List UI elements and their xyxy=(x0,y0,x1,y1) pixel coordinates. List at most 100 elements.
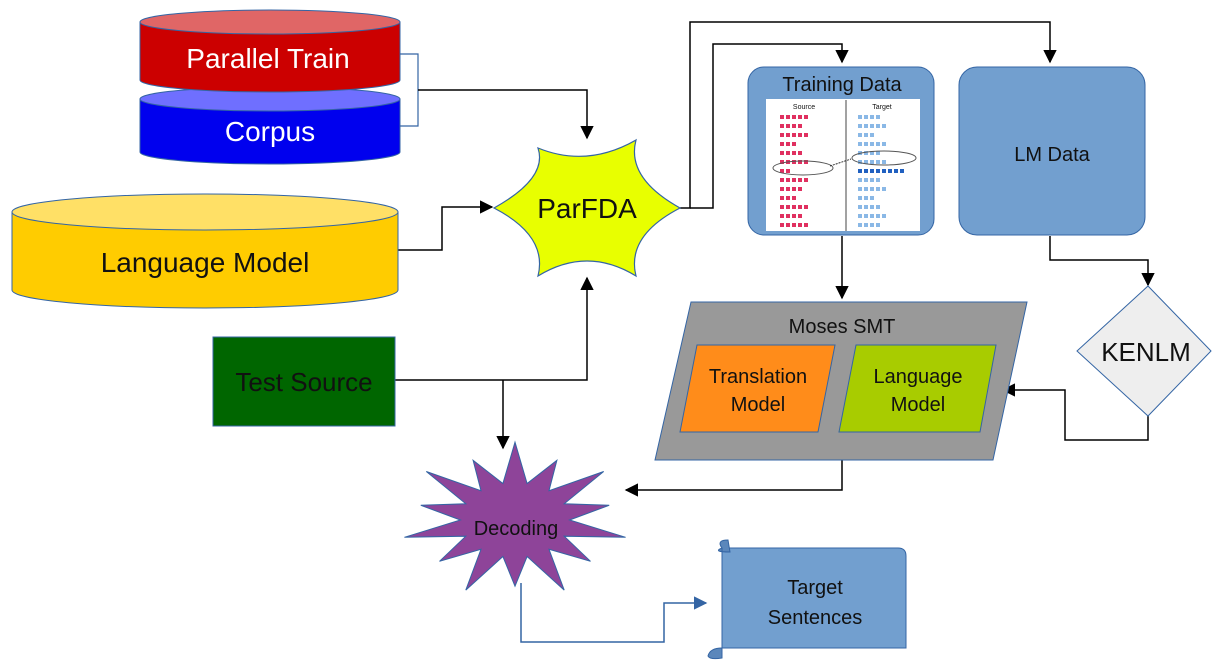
target-token-dot xyxy=(888,169,892,173)
source-token-dot xyxy=(780,151,784,155)
target-token-dot xyxy=(864,205,868,209)
source-token-dot xyxy=(798,151,802,155)
target-token-dot xyxy=(864,169,868,173)
source-token-dot xyxy=(786,196,790,200)
moses-smt-panel: Moses SMT Translation Model Language Mod… xyxy=(654,301,1028,461)
moses-smt-label: Moses SMT xyxy=(789,316,896,338)
source-token-dot xyxy=(786,187,790,191)
source-token-dot xyxy=(780,178,784,182)
source-token-dot xyxy=(798,223,802,227)
edge-lmdata-to-kenlm xyxy=(1049,236,1155,287)
source-token-dot xyxy=(792,160,796,164)
target-token-dot xyxy=(858,160,862,164)
source-token-dot xyxy=(780,196,784,200)
source-token-dot xyxy=(804,115,808,119)
source-highlight-ellipse xyxy=(772,160,834,176)
source-token-dot xyxy=(786,205,790,209)
edge-moses-to-decoding xyxy=(624,460,843,497)
source-token-dot xyxy=(798,178,802,182)
source-token-dot xyxy=(780,205,784,209)
source-token-dot xyxy=(786,178,790,182)
target-token-dot xyxy=(900,169,904,173)
target-token-dot xyxy=(864,151,868,155)
target-token-dot xyxy=(876,205,880,209)
connectors xyxy=(395,21,1155,643)
moses-language-model-box xyxy=(838,344,997,433)
target-token-dot xyxy=(870,115,874,119)
source-token-dot xyxy=(780,214,784,218)
alignment-link xyxy=(829,158,852,167)
training-data-label: Training Data xyxy=(782,74,902,96)
source-token-dot xyxy=(792,124,796,128)
corpus-cylinder: Corpus Parallel Train xyxy=(139,9,401,165)
target-token-dot xyxy=(870,178,874,182)
corpus-label: Corpus xyxy=(225,116,315,147)
edge-lm-to-parfda xyxy=(398,200,494,251)
lm-data-label: LM Data xyxy=(1014,144,1090,166)
source-token-dot xyxy=(798,115,802,119)
target-token-dot xyxy=(876,115,880,119)
kenlm-label: KENLM xyxy=(1101,337,1191,367)
corpus-body xyxy=(139,98,401,165)
decoding-shape xyxy=(404,440,626,591)
target-sentences-label-2: Sentences xyxy=(768,607,863,629)
language-model-db-label: Language Model xyxy=(101,247,310,278)
parfda-shape xyxy=(492,138,682,278)
parallel-train-top xyxy=(139,9,401,35)
kenlm-diamond xyxy=(1076,285,1212,417)
source-token-dot xyxy=(798,124,802,128)
target-token-dot xyxy=(882,214,886,218)
target-token-dot xyxy=(864,196,868,200)
moses-language-model-label-1: Language xyxy=(874,366,963,388)
source-token-dot xyxy=(792,142,796,146)
target-token-dot xyxy=(876,151,880,155)
target-token-dot xyxy=(870,187,874,191)
target-token-dot xyxy=(882,187,886,191)
kenlm-node: KENLM xyxy=(1076,285,1212,417)
source-token-dot xyxy=(792,214,796,218)
source-token-dot xyxy=(804,223,808,227)
target-token-dot xyxy=(864,160,868,164)
source-token-dot xyxy=(780,169,784,173)
target-scroll-top-curl xyxy=(717,539,731,553)
target-token-dot xyxy=(882,160,886,164)
target-token-dot xyxy=(864,133,868,137)
source-token-dot xyxy=(786,151,790,155)
target-token-dot xyxy=(864,187,868,191)
lm-data-bg xyxy=(958,66,1146,236)
translation-model-box xyxy=(679,344,836,433)
decoding-node: Decoding xyxy=(404,440,626,591)
target-token-dot xyxy=(876,160,880,164)
source-token-dot xyxy=(780,124,784,128)
target-token-dot xyxy=(864,115,868,119)
source-token-dot xyxy=(792,115,796,119)
target-token-dot xyxy=(870,133,874,137)
target-token-dot xyxy=(858,187,862,191)
edge-parfda-to-trainingdata xyxy=(690,43,849,209)
source-token-dot xyxy=(780,115,784,119)
target-sentences-label-1: Target xyxy=(787,577,843,599)
source-token-dot xyxy=(780,187,784,191)
translation-model-label-2: Model xyxy=(731,394,785,416)
target-token-dot xyxy=(876,142,880,146)
target-token-dot xyxy=(876,178,880,182)
target-token-dot xyxy=(858,133,862,137)
source-token-dot xyxy=(804,178,808,182)
target-token-dot xyxy=(864,178,868,182)
parallel-train-body xyxy=(139,21,401,93)
source-token-dot xyxy=(786,115,790,119)
source-token-dot xyxy=(798,160,802,164)
target-token-dot xyxy=(858,142,862,146)
edge-testsource-to-parfda xyxy=(395,276,594,381)
target-token-dot xyxy=(864,214,868,218)
test-source-label: Test Source xyxy=(235,367,372,397)
target-token-dot xyxy=(870,214,874,218)
target-token-dot xyxy=(858,169,862,173)
source-token-dot xyxy=(786,133,790,137)
target-token-dot xyxy=(864,223,868,227)
target-token-dot xyxy=(876,169,880,173)
source-token-dot xyxy=(798,133,802,137)
edge-corpus-to-parfda xyxy=(418,89,594,140)
